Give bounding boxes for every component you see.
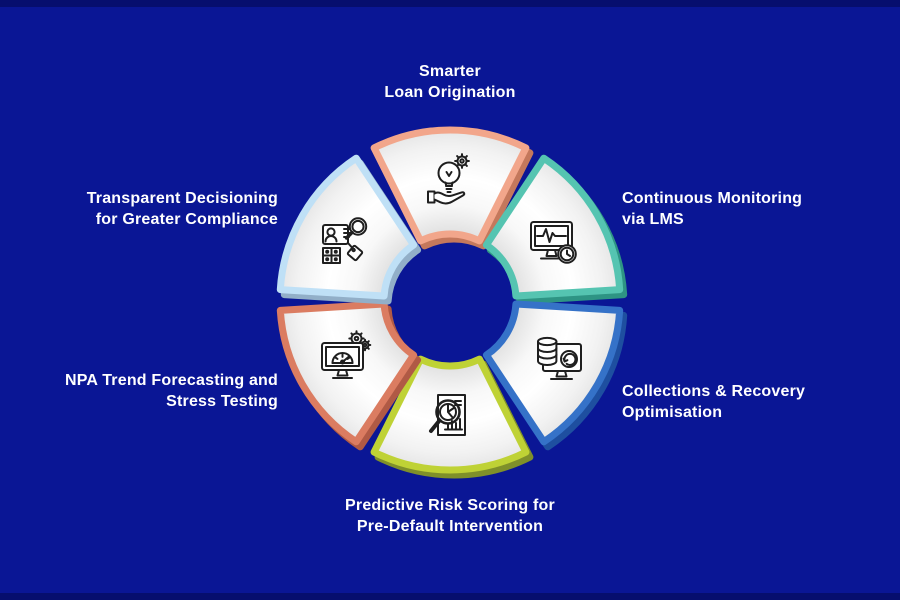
label-line: Loan Origination (384, 83, 516, 101)
segment-smarter-loan-origination (370, 126, 534, 250)
segment-face (482, 300, 624, 446)
segment-collections-recovery (482, 300, 628, 451)
segment-transparent-decisioning (276, 154, 422, 305)
label-line: NPA Trend Forecasting and (64, 372, 278, 389)
label-npa-trend-forecasting: NPA Trend Forecasting and Stress Testing (18, 371, 278, 412)
magnifier-report-chart-icon (429, 394, 466, 436)
bottom-edge-strip (0, 593, 900, 600)
monitor-waveform-clock-icon (530, 221, 577, 264)
segment-predictive-risk-scoring (370, 355, 534, 479)
label-line: Transparent Decisioning (86, 190, 278, 207)
label-predictive-risk-scoring: Predictive Risk Scoring for Pre-Default … (290, 496, 610, 537)
label-line: Continuous Monitoring (622, 190, 803, 207)
label-line: Stress Testing (166, 392, 278, 410)
label-collections-recovery: Collections & Recovery Optimisation (622, 382, 867, 423)
label-line: Pre-Default Intervention (356, 517, 544, 535)
label-smarter-loan-origination: Smarter Loan Origination (300, 62, 600, 103)
monitor-database-refresh-icon (537, 336, 582, 380)
label-line: for Greater Compliance (95, 210, 278, 228)
label-line: via LMS (622, 210, 684, 228)
profile-audit-magnifier-icon (322, 217, 368, 264)
label-line: Optimisation (622, 403, 723, 421)
label-line: Predictive Risk Scoring for (345, 497, 555, 514)
top-edge-strip (0, 0, 900, 7)
label-transparent-decisioning: Transparent Decisioning for Greater Comp… (20, 189, 278, 230)
monitor-gauge-gears-icon (321, 330, 372, 379)
label-line: Smarter (419, 63, 481, 80)
segment-continuous-monitoring (482, 154, 628, 305)
hand-bulb-gear-icon (427, 153, 470, 205)
label-continuous-monitoring: Continuous Monitoring via LMS (622, 189, 867, 230)
segment-npa-trend-forecasting (276, 300, 422, 451)
label-line: Collections & Recovery (622, 383, 806, 400)
